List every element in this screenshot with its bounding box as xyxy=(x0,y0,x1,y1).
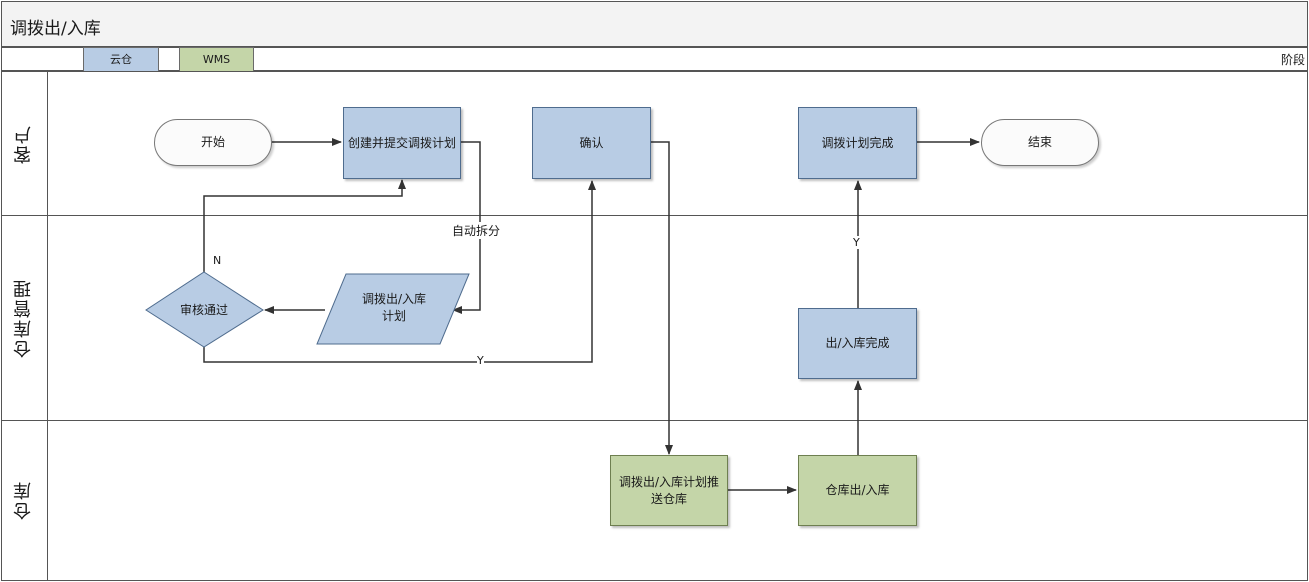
document-parallelogram xyxy=(316,273,470,345)
edge-review-create xyxy=(203,179,406,272)
edge-review-confirm xyxy=(203,180,596,363)
plan-doc-label: 调拨出/入库计划 xyxy=(361,292,427,323)
lane-divider xyxy=(1,420,1308,421)
confirm-node: 确认 xyxy=(532,107,651,179)
warehouse-inout-node: 仓库出/入库 xyxy=(798,455,917,526)
yes-label-done: Y xyxy=(853,236,860,249)
title-bar: 调拨出/入库 xyxy=(1,1,1308,47)
edge-confirm-push xyxy=(651,141,673,455)
legend-cloud: 云仓 xyxy=(83,47,159,72)
yes-label-review: Y xyxy=(477,354,484,367)
review-pass-label: 审核通过 xyxy=(179,302,228,317)
decision-diamond xyxy=(145,271,264,348)
phase-label: 阶段 xyxy=(1280,53,1305,67)
auto-split-label: 自动拆分 xyxy=(452,222,501,239)
push-warehouse-node: 调拨出/入库计划推送仓库 xyxy=(610,455,728,526)
create-submit-node: 创建并提交调拨计划 xyxy=(343,107,461,179)
inout-done-node: 出/入库完成 xyxy=(798,308,917,379)
no-label: N xyxy=(213,254,222,267)
lane-divider xyxy=(1,215,1308,216)
swimlane-frame xyxy=(1,71,1308,581)
start-node: 开始 xyxy=(154,119,272,166)
end-node: 结束 xyxy=(981,119,1099,166)
lane-warehouse-mgmt: 仓库管理 xyxy=(1,215,48,420)
lane-customer: 客户 xyxy=(1,72,48,215)
lane-warehouse: 仓库 xyxy=(1,420,48,580)
plan-done-node: 调拨计划完成 xyxy=(798,107,917,179)
diagram-title: 调拨出/入库 xyxy=(10,19,101,39)
